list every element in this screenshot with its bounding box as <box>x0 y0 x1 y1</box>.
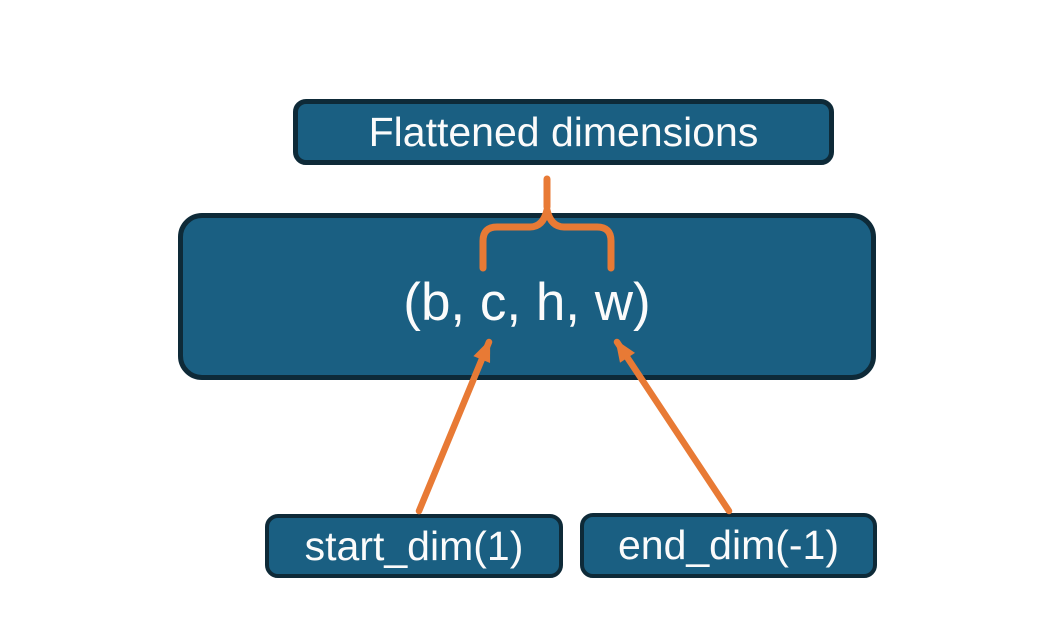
end-dim-box: end_dim(-1) <box>580 513 877 578</box>
tensor-shape-box: (b, c, h, w) <box>178 213 876 380</box>
flattened-dimensions-label: Flattened dimensions <box>368 108 759 155</box>
end-dim-label: end_dim(-1) <box>617 522 840 568</box>
tensor-shape-label: (b, c, h, w) <box>403 273 651 332</box>
flattened-dimensions-box: Flattened dimensions <box>293 99 834 165</box>
start-dim-box: start_dim(1) <box>265 514 563 578</box>
start-dim-label: start_dim(1) <box>304 522 524 569</box>
